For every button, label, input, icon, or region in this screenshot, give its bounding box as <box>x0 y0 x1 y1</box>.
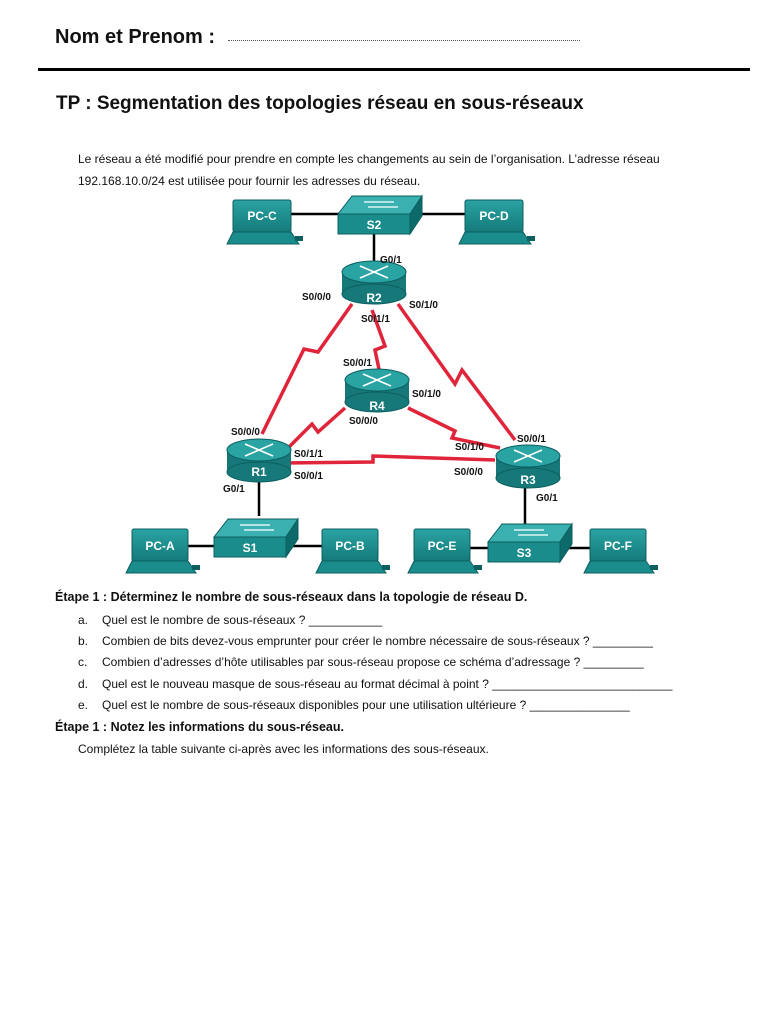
router-r4-label: R4 <box>369 399 385 413</box>
name-label: Nom et Prenom : <box>55 26 216 48</box>
intro-line-2: 192.168.10.0/24 est utilisée pour fourni… <box>78 174 421 188</box>
pc-b[interactable]: PC-B <box>315 528 390 574</box>
pc-d-label: PC-D <box>479 209 509 223</box>
label-r1-s001: S0/0/1 <box>294 471 323 482</box>
name-field[interactable] <box>228 40 580 41</box>
step-2-heading: Étape 1 : Notez les informations du sous… <box>55 720 344 734</box>
question-b: b. Combien de bits devez-vous emprunter p… <box>78 634 653 648</box>
router-r2[interactable]: R2 <box>341 260 407 305</box>
serial-links <box>260 302 517 465</box>
intro-paragraph: Le réseau a été modifié pour prendre en … <box>78 148 728 192</box>
question-b-letter: b. <box>78 634 89 648</box>
label-r3-s000: S0/0/0 <box>454 467 483 478</box>
router-r4[interactable]: R4 <box>344 368 410 413</box>
pc-e[interactable]: PC-E <box>407 528 482 574</box>
pc-c[interactable]: PC-C <box>226 199 303 245</box>
header-rule <box>38 68 750 71</box>
label-r1-s011: S0/1/1 <box>294 449 323 460</box>
label-r4-s001: S0/0/1 <box>343 358 372 369</box>
question-d: d. Quel est le nouveau masque de sous-rés… <box>78 677 672 691</box>
label-r4-s000: S0/0/0 <box>349 416 378 427</box>
label-r1-g01: G0/1 <box>223 484 245 495</box>
label-r2-s010: S0/1/0 <box>409 300 438 311</box>
label-r4-s010: S0/1/0 <box>412 389 441 400</box>
question-c-text: Combien d’adresses d’hôte utilisables pa… <box>102 655 644 669</box>
question-c-letter: c. <box>78 655 88 669</box>
switch-s2-label: S2 <box>367 218 382 232</box>
step-1-label: Étape 1 : <box>55 590 111 604</box>
router-r2-label: R2 <box>366 291 382 305</box>
question-d-letter: d. <box>78 677 89 691</box>
pc-a[interactable]: PC-A <box>125 528 200 574</box>
step-2-label: Étape 1 : <box>55 720 111 734</box>
step-1-text: Déterminez le nombre de sous-réseaux dan… <box>110 590 528 604</box>
step-2-text: Notez les informations du sous-réseau. <box>110 720 344 734</box>
pc-b-label: PC-B <box>335 539 365 553</box>
label-r2-g01: G0/1 <box>380 255 402 266</box>
switch-s3[interactable]: S3 <box>486 522 573 564</box>
step-1-heading: Étape 1 : Déterminez le nombre de sous-r… <box>55 590 527 604</box>
question-a-letter: a. <box>78 613 89 627</box>
router-r3[interactable]: R3 <box>495 444 561 489</box>
label-r3-g01: G0/1 <box>536 493 558 504</box>
pc-f[interactable]: PC-F <box>583 528 658 574</box>
pc-f-label: PC-F <box>604 539 632 553</box>
pc-e-label: PC-E <box>428 539 457 553</box>
question-c: c. Combien d’adresses d’hôte utilisables … <box>78 655 644 669</box>
switch-s1-label: S1 <box>243 541 258 555</box>
switch-s1[interactable]: S1 <box>212 517 299 559</box>
question-e: e. Quel est le nombre de sous-réseaux dis… <box>78 698 630 712</box>
label-r1-s000: S0/0/0 <box>231 427 260 438</box>
router-r1-label: R1 <box>251 465 267 479</box>
switch-s3-label: S3 <box>517 546 532 560</box>
page-title: TP : Segmentation des topologies réseau … <box>56 93 584 114</box>
label-r3-s001: S0/0/1 <box>517 434 546 445</box>
question-a: a. Quel est le nombre de sous-réseaux ? _… <box>78 613 382 627</box>
question-e-text: Quel est le nombre de sous-réseaux dispo… <box>102 698 630 712</box>
pc-d[interactable]: PC-D <box>458 199 535 245</box>
label-r2-s011: S0/1/1 <box>361 314 390 325</box>
question-b-text: Combien de bits devez-vous emprunter pou… <box>102 634 653 648</box>
network-topology-diagram: PC-C PC-D PC-A PC-B PC-E PC-F S2 <box>125 194 658 574</box>
label-r2-s000: S0/0/0 <box>302 292 331 303</box>
label-r3-s010: S0/1/0 <box>455 442 484 453</box>
pc-c-label: PC-C <box>247 209 277 223</box>
question-a-text: Quel est le nombre de sous-réseaux ? ___… <box>102 613 383 627</box>
router-r3-label: R3 <box>520 473 536 487</box>
intro-line-1: Le réseau a été modifié pour prendre en … <box>78 152 660 166</box>
closing-paragraph: Complétez la table suivante ci-après ave… <box>78 742 489 756</box>
switch-s2[interactable]: S2 <box>336 194 423 236</box>
router-r1[interactable]: R1 <box>226 438 292 483</box>
question-d-text: Quel est le nouveau masque de sous-résea… <box>102 677 673 691</box>
pc-a-label: PC-A <box>145 539 175 553</box>
question-e-letter: e. <box>78 698 89 712</box>
